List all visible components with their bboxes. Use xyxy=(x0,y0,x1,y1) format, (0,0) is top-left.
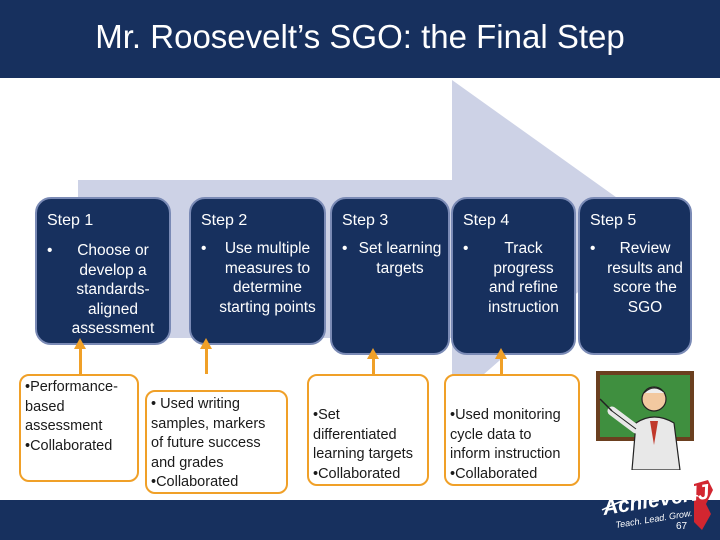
step-label: Step 4 xyxy=(463,212,510,229)
step-label: Step 5 xyxy=(590,212,637,229)
step-1-note: •Performance- based assessment •Collabor… xyxy=(19,374,139,482)
step-4-note: •Used monitoring cycle data to inform in… xyxy=(444,374,580,486)
note-line: •Used monitoring xyxy=(450,407,561,423)
bullet-icon: • xyxy=(590,240,596,257)
step-text: Review results and score the SGO xyxy=(607,240,683,316)
step-2-box: Step 2 • Use multiple measures to determ… xyxy=(189,197,326,345)
note-line: differentiated xyxy=(313,426,397,443)
note-line: •Collaborated xyxy=(313,465,401,482)
bottom-bar xyxy=(0,500,720,540)
note-line: learning targets xyxy=(313,446,413,462)
note-line: samples, markers xyxy=(151,415,266,432)
step-text: Track progress and refine instruction xyxy=(488,240,559,316)
connector-arrow-4 xyxy=(495,348,507,374)
page-number: 67 xyxy=(676,521,688,532)
step-label: Step 3 xyxy=(342,212,389,229)
connector-arrow-3 xyxy=(367,348,379,374)
step-5-box: Step 5 • Review results and score the SG… xyxy=(578,197,692,355)
note-line: and grades xyxy=(151,454,224,471)
note-line: of future success xyxy=(151,435,261,451)
note-line: based xyxy=(25,398,65,415)
note-line: •Collaborated xyxy=(151,474,239,490)
title-bar xyxy=(0,0,720,78)
step-text: Choose or develop a standards-aligned as… xyxy=(71,242,155,337)
achievenj-logo: AchieveNJ Teach. Lead. Grow. xyxy=(600,480,713,530)
step-3-note: •Set differentiated learning targets •Co… xyxy=(307,374,429,486)
step-label: Step 1 xyxy=(47,212,94,229)
bullet-icon: • xyxy=(342,240,348,257)
bullet-icon: • xyxy=(201,240,207,257)
connector-arrow-2 xyxy=(200,338,212,374)
note-line: cycle data to xyxy=(450,426,532,443)
note-line: • Used writing xyxy=(151,396,240,412)
connector-arrow-1 xyxy=(74,338,86,374)
step-4-box: Step 4 • Track progress and refine instr… xyxy=(451,197,576,355)
step-text: Set learning targets xyxy=(358,240,442,277)
slide-title: Mr. Roosevelt’s SGO: the Final Step xyxy=(95,18,625,55)
note-line: •Collaborated xyxy=(450,465,538,482)
step-2-note: • Used writing samples, markers of futur… xyxy=(145,390,288,494)
step-label: Step 2 xyxy=(201,212,248,229)
teacher-presenting-clipart xyxy=(596,371,694,470)
bullet-icon: • xyxy=(47,242,53,259)
bullet-icon: • xyxy=(463,240,469,257)
step-text: Use multiple measures to determine start… xyxy=(219,240,316,316)
step-3-box: Step 3 • Set learning targets xyxy=(330,197,450,355)
note-line: •Performance- xyxy=(25,379,118,395)
note-line: •Collaborated xyxy=(25,437,113,454)
note-line: •Set xyxy=(313,407,340,423)
note-line: inform instruction xyxy=(450,446,561,462)
step-1-box: Step 1 • Choose or develop a standards-a… xyxy=(35,197,171,345)
note-line: assessment xyxy=(25,418,103,434)
